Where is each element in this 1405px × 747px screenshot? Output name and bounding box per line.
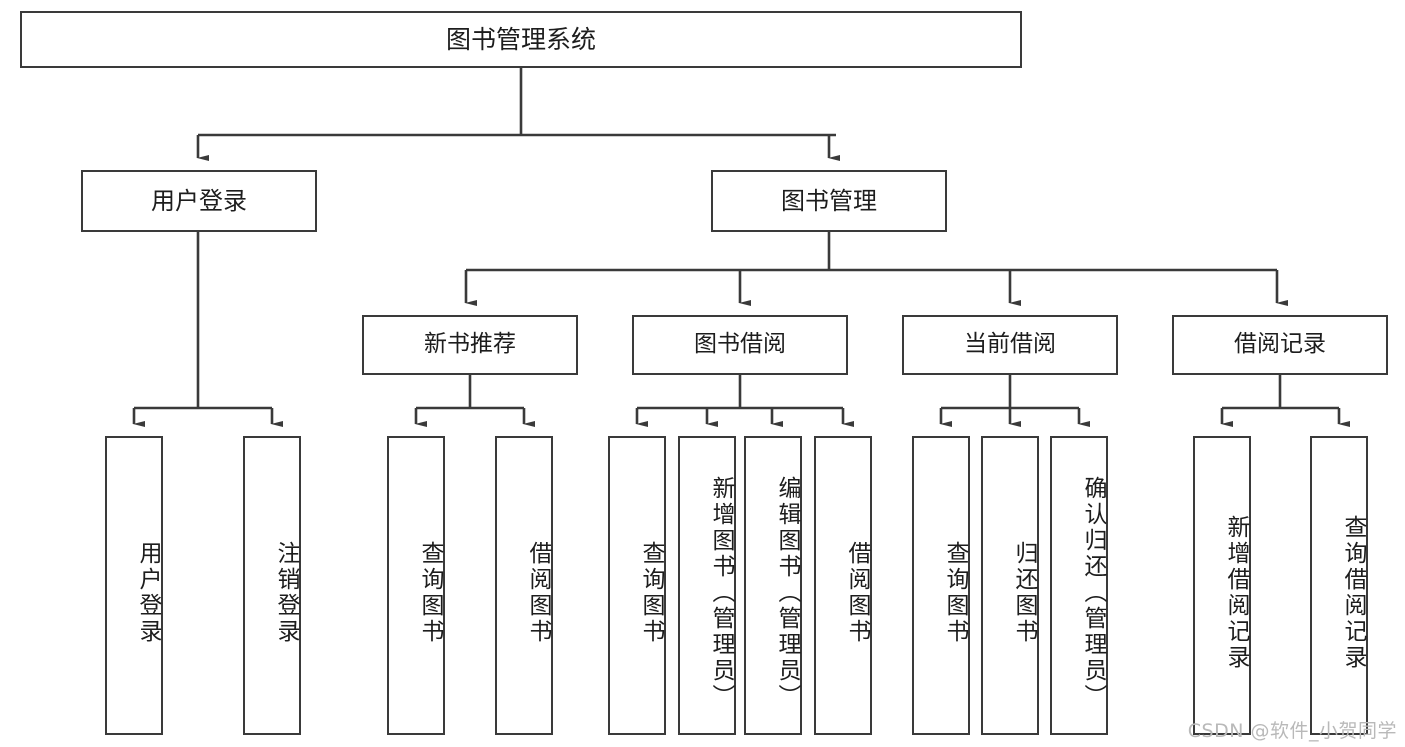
leaf-user-login[interactable]: 用户登录	[105, 436, 163, 735]
node-book-management[interactable]: 图书管理	[711, 170, 947, 232]
node-book-borrow-label: 图书借阅	[694, 331, 786, 358]
leaf-recommend-query-book[interactable]: 查询图书	[387, 436, 445, 735]
leaf-borrow-query-book[interactable]: 查询图书	[608, 436, 666, 735]
leaf-user-login-label: 用户登录	[135, 540, 161, 645]
leaf-borrow-edit-book-label: 编辑图书（管理员）	[774, 475, 800, 710]
leaf-user-logout[interactable]: 注销登录	[243, 436, 301, 735]
leaf-borrow-query-book-label: 查询图书	[638, 540, 664, 645]
leaf-borrow-add-book-label: 新增图书（管理员）	[708, 475, 734, 710]
leaf-current-query-book[interactable]: 查询图书	[912, 436, 970, 735]
leaf-current-confirm-return-label: 确认归还（管理员）	[1080, 475, 1106, 710]
node-book-management-label: 图书管理	[781, 186, 877, 215]
node-root-label: 图书管理系统	[445, 24, 596, 54]
leaf-borrow-add-book[interactable]: 新增图书（管理员）	[678, 436, 736, 735]
leaf-record-add-label: 新增借阅记录	[1223, 514, 1249, 671]
leaf-record-query[interactable]: 查询借阅记录	[1310, 436, 1368, 735]
leaf-current-return-book[interactable]: 归还图书	[981, 436, 1039, 735]
node-borrow-record[interactable]: 借阅记录	[1172, 315, 1388, 375]
leaf-borrow-borrow-book-label: 借阅图书	[844, 540, 870, 645]
node-new-book-recommend-label: 新书推荐	[424, 331, 516, 358]
node-borrow-record-label: 借阅记录	[1234, 331, 1326, 358]
node-user-login-label: 用户登录	[151, 186, 247, 215]
watermark: CSDN @软件_小贺同学	[1187, 720, 1397, 742]
leaf-record-query-label: 查询借阅记录	[1340, 514, 1366, 671]
leaf-user-logout-label: 注销登录	[273, 540, 299, 645]
node-book-borrow[interactable]: 图书借阅	[632, 315, 848, 375]
leaf-recommend-borrow-book-label: 借阅图书	[525, 540, 551, 645]
node-current-borrow[interactable]: 当前借阅	[902, 315, 1118, 375]
leaf-recommend-query-book-label: 查询图书	[417, 540, 443, 645]
leaf-borrow-edit-book[interactable]: 编辑图书（管理员）	[744, 436, 802, 735]
leaf-record-add[interactable]: 新增借阅记录	[1193, 436, 1251, 735]
node-user-login[interactable]: 用户登录	[81, 170, 317, 232]
node-new-book-recommend[interactable]: 新书推荐	[362, 315, 578, 375]
leaf-current-query-book-label: 查询图书	[942, 540, 968, 645]
node-root[interactable]: 图书管理系统	[20, 11, 1022, 68]
leaf-recommend-borrow-book[interactable]: 借阅图书	[495, 436, 553, 735]
leaf-borrow-borrow-book[interactable]: 借阅图书	[814, 436, 872, 735]
leaf-current-confirm-return[interactable]: 确认归还（管理员）	[1050, 436, 1108, 735]
leaf-current-return-book-label: 归还图书	[1011, 540, 1037, 645]
node-current-borrow-label: 当前借阅	[964, 331, 1056, 358]
